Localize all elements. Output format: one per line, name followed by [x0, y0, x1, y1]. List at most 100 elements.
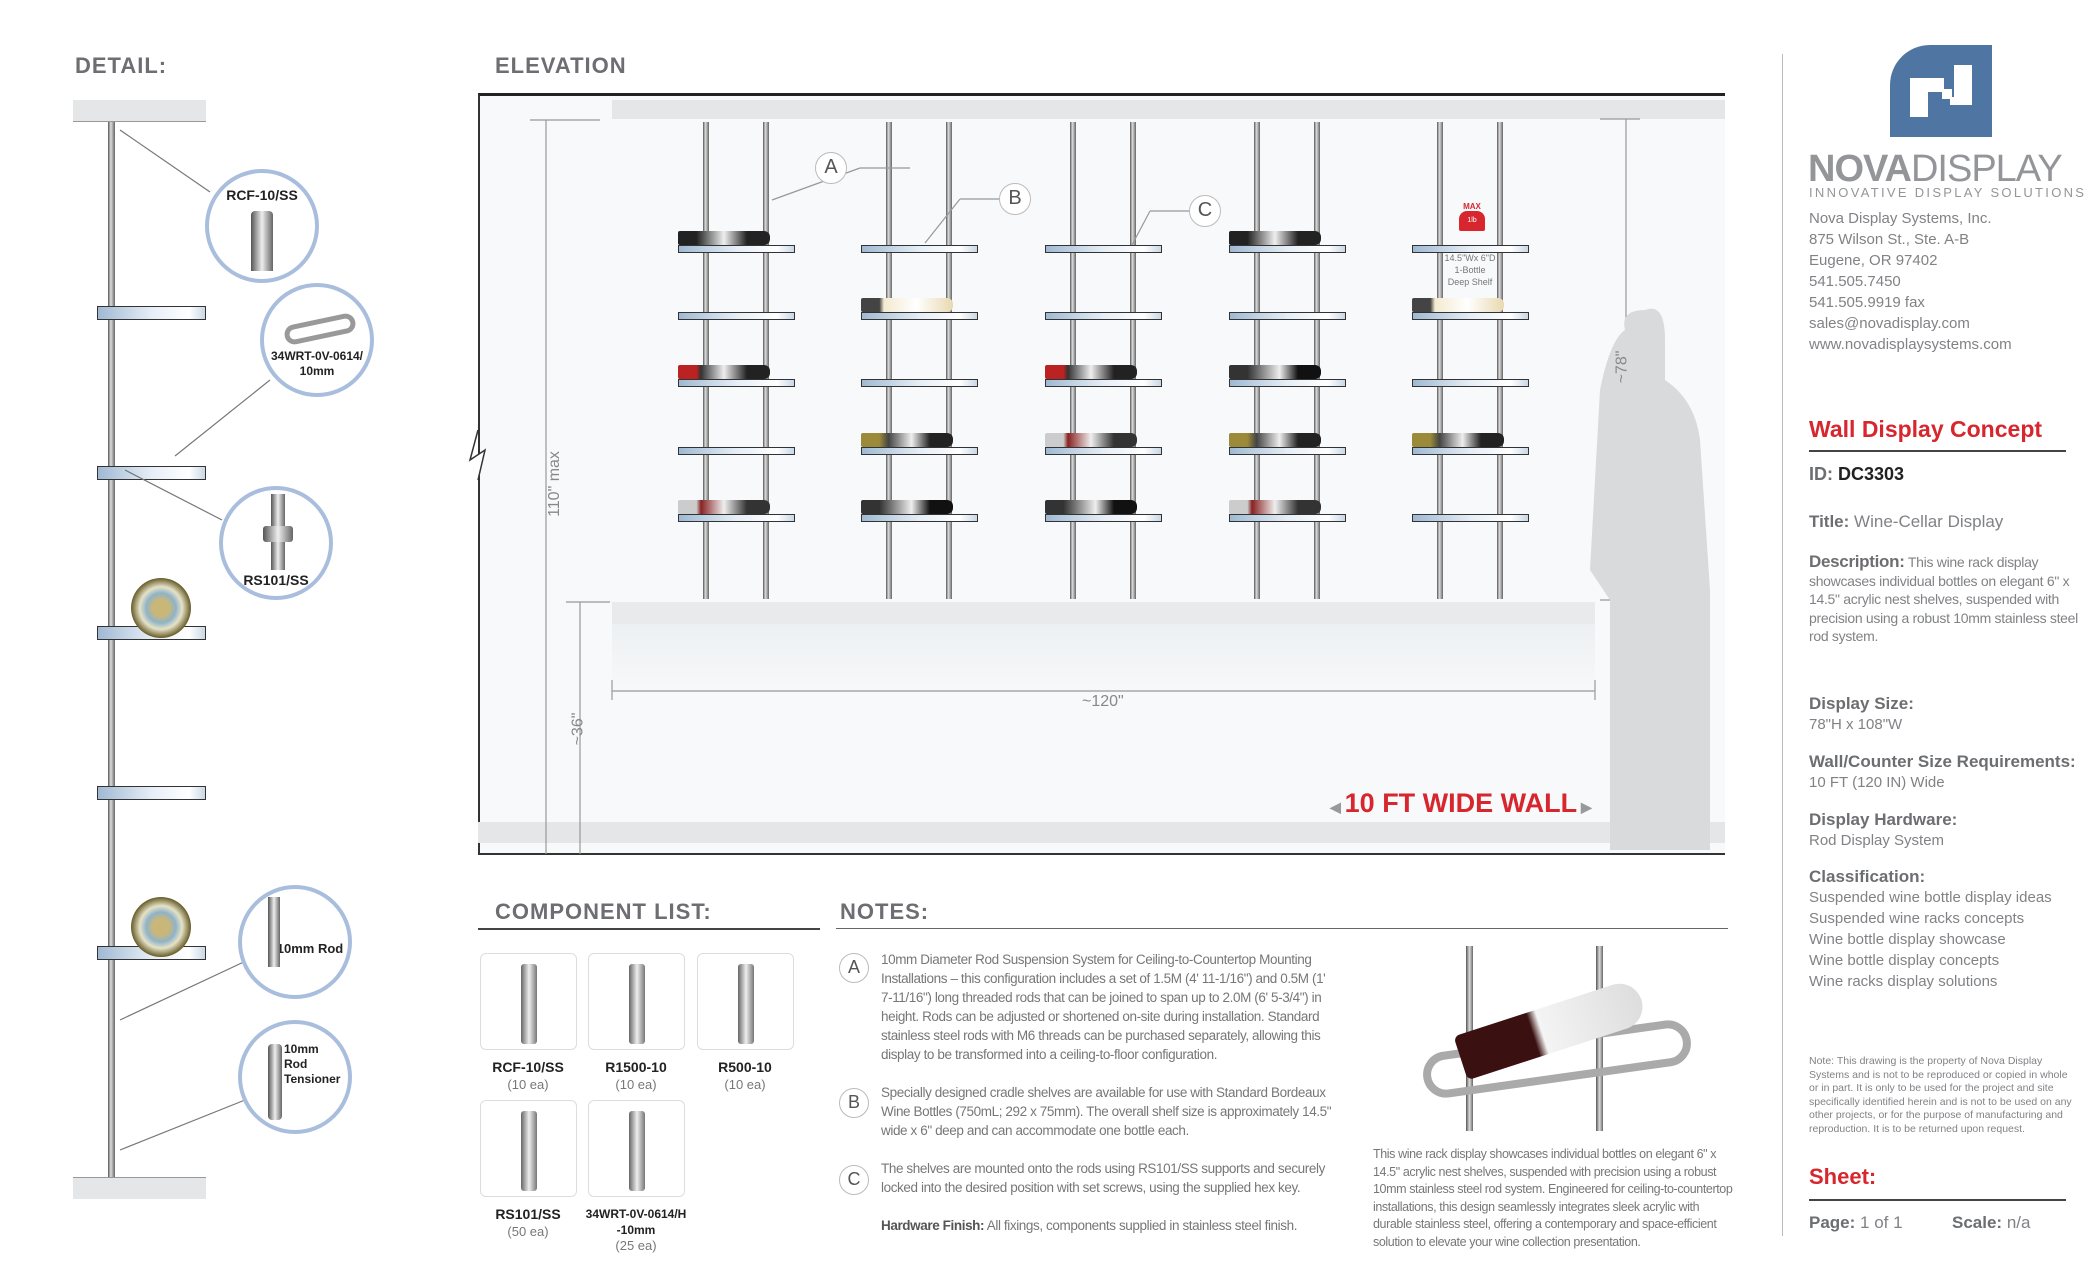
- divider: [1809, 450, 2066, 452]
- component-qty: (10 ea): [507, 1077, 549, 1092]
- acrylic-shelf: [1412, 514, 1529, 522]
- detail-shelf: [97, 466, 206, 480]
- ownership-note: Note: This drawing is the property of No…: [1809, 1055, 2072, 1135]
- website-link[interactable]: www.novadisplaysystems.com: [1809, 336, 2012, 353]
- wall-label-text: 10 FT WIDE WALL: [1344, 788, 1578, 818]
- component-qty: (10 ea): [724, 1077, 766, 1092]
- title-value: Wine-Cellar Display: [1854, 512, 2004, 531]
- acrylic-shelf: [678, 312, 795, 320]
- shelf-tag-line: Deep Shelf: [1447, 277, 1493, 287]
- acrylic-shelf: [1045, 514, 1162, 522]
- acrylic-shelf: [861, 379, 978, 387]
- class-item: Wine bottle display concepts: [1809, 952, 2000, 969]
- component-qty: (10 ea): [615, 1077, 657, 1092]
- classification: Classification: Suspended wine bottle di…: [1809, 866, 2079, 992]
- rod-icon: [268, 897, 280, 967]
- product-description: This wine rack display showcases individ…: [1373, 1147, 1733, 1249]
- component-image: [480, 953, 577, 1050]
- wine-bottle: [861, 500, 953, 514]
- scale-label: Scale:: [1952, 1213, 2003, 1232]
- wine-bottle: [1045, 500, 1137, 514]
- component-part-icon: [738, 964, 754, 1044]
- divider: [478, 928, 820, 930]
- tensioner-icon: [268, 1044, 282, 1120]
- project-description: Description: This wine rack display show…: [1809, 552, 2079, 646]
- hardware-finish: Hardware Finish: All fixings, components…: [881, 1216, 1336, 1235]
- acrylic-shelf: [678, 245, 795, 253]
- product-image: [1416, 946, 1700, 1131]
- street: 875 Wilson St., Ste. A-B: [1809, 231, 1970, 248]
- detail-callout-shelf: 34WRT-0V-0614/ 10mm: [260, 283, 374, 397]
- rod: [108, 122, 115, 1177]
- note-a-text: 10mm Diameter Rod Suspension System for …: [881, 952, 1326, 1062]
- rod: [1437, 122, 1443, 599]
- acrylic-shelf: [1229, 379, 1346, 387]
- floor: [478, 822, 1725, 843]
- acrylic-shelf: [1045, 447, 1162, 455]
- id-value: DC3303: [1838, 464, 1905, 484]
- acrylic-shelf: [678, 379, 795, 387]
- wine-bottle: [1045, 365, 1137, 379]
- page-info: Page: 1 of 1: [1809, 1212, 2079, 1233]
- component-image: [588, 953, 685, 1050]
- acrylic-shelf: [1229, 514, 1346, 522]
- note-marker-c: C: [839, 1165, 869, 1195]
- dimension-lines: [468, 118, 1710, 854]
- class-label: Classification:: [1809, 867, 1926, 886]
- component-part-icon: [521, 1111, 537, 1191]
- fax: 541.505.9919 fax: [1809, 294, 1925, 311]
- city: Eugene, OR 97402: [1809, 252, 1938, 269]
- counter-face: [612, 624, 1595, 694]
- acrylic-shelf: [861, 312, 978, 320]
- class-item: Suspended wine bottle display ideas: [1809, 889, 2052, 906]
- finish-text: All fixings, components supplied in stai…: [986, 1218, 1298, 1233]
- acrylic-shelf: [1229, 447, 1346, 455]
- break-symbol: [468, 429, 487, 481]
- dim-height-max: 110" max: [545, 451, 563, 517]
- leader-lines: [119, 129, 271, 1151]
- rod: [763, 122, 769, 599]
- component-image: [588, 1100, 685, 1197]
- bottle-end: [131, 897, 191, 957]
- wine-bottle: [1229, 433, 1321, 447]
- rod: [1130, 122, 1136, 599]
- max-weight-badge: MAX 1lb: [1459, 202, 1485, 231]
- component-image: [480, 1100, 577, 1197]
- wine-bottle: [1412, 298, 1504, 312]
- desc-label: Description:: [1809, 552, 1905, 571]
- divider: [1809, 1199, 2066, 1201]
- detail-title: DETAIL:: [75, 53, 168, 78]
- acrylic-shelf: [1045, 245, 1162, 253]
- component-name: RCF-10/SS: [492, 1059, 564, 1075]
- bottle-end: [131, 578, 191, 638]
- acrylic-shelf: [678, 514, 795, 522]
- nova-logo-icon: [1890, 45, 1992, 137]
- component-list-title: COMPONENT LIST:: [495, 899, 712, 924]
- rod: [703, 122, 709, 599]
- elevation-title: ELEVATION: [495, 53, 627, 78]
- wine-bottle: [678, 365, 770, 379]
- size-label: Display Size:: [1809, 694, 1914, 713]
- detail-shelf: [97, 786, 206, 800]
- phone: 541.505.7450: [1809, 273, 1901, 290]
- size-value: 78"H x 108"W: [1809, 716, 1903, 733]
- scale-info: Scale: n/a: [1952, 1212, 2100, 1233]
- rod: [946, 122, 952, 599]
- scale-value: n/a: [2006, 1213, 2031, 1232]
- acrylic-shelf: [861, 514, 978, 522]
- component-image: [697, 953, 794, 1050]
- email-link[interactable]: sales@novadisplay.com: [1809, 315, 1970, 332]
- notes-title: NOTES:: [840, 899, 930, 924]
- class-item: Wine bottle display showcase: [1809, 931, 2006, 948]
- wine-bottle: [678, 500, 770, 514]
- acrylic-shelf: [1412, 379, 1529, 387]
- page-label: Page:: [1809, 1213, 1856, 1232]
- rod-cap-icon: [251, 211, 273, 271]
- acrylic-shelf: [1045, 379, 1162, 387]
- component-name: RS101/SS: [495, 1206, 561, 1222]
- divider: [836, 928, 1728, 929]
- dim-display-height: ~78": [1613, 350, 1631, 384]
- note-marker-a: A: [839, 953, 869, 983]
- company-name: Nova Display Systems, Inc.: [1809, 210, 1992, 227]
